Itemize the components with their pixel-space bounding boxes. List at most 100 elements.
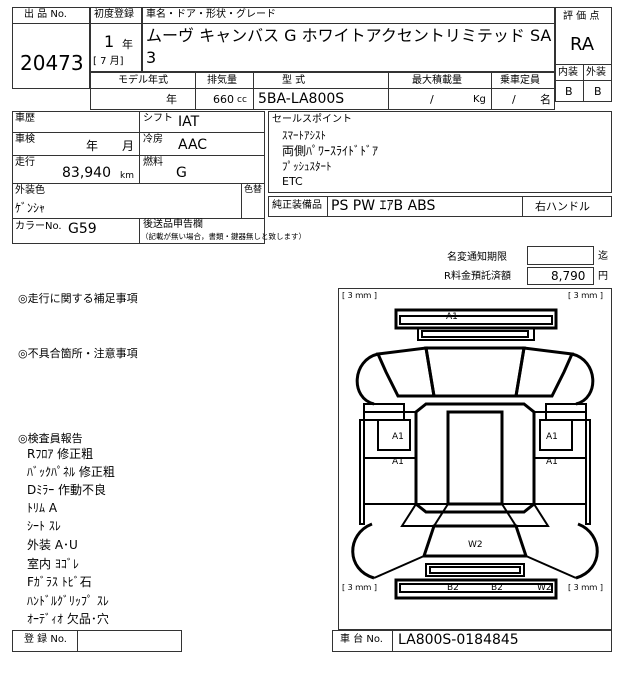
ac-label: 冷房	[143, 134, 163, 145]
ac-value: AAC	[178, 137, 208, 153]
lot-label: 出 品 No.	[24, 9, 67, 20]
name-change-unit: 迄	[598, 251, 608, 262]
max-load-unit: Kg	[473, 94, 486, 105]
car-name-2: 3	[146, 48, 157, 67]
mark-rear-bumper-left: B2	[447, 583, 459, 593]
sales-point-1: ｽﾏｰﾄｱｼｽﾄ	[282, 129, 326, 142]
name-change-label: 名変通知期限	[447, 252, 507, 263]
defects-label: ◎不具合箇所・注意事項	[18, 347, 138, 360]
displacement-unit: cc	[237, 95, 247, 105]
equipment-value: PS PW ｴｱB ABS	[331, 198, 436, 214]
handle-value: 右ハンドル	[535, 200, 590, 213]
mileage-label: 走行	[15, 157, 35, 168]
interior-label: 内装	[558, 67, 578, 78]
equipment-label: 純正装備品	[272, 200, 322, 211]
capacity-sep: /	[512, 93, 516, 106]
inspection-year: 年	[86, 139, 99, 153]
sales-box	[268, 111, 612, 193]
corner-label-tl: [ 3 ｍｍ ]	[342, 291, 377, 300]
color-label: 外装色	[15, 185, 45, 196]
running-notes-label: ◎走行に関する補足事項	[18, 292, 138, 305]
mark-rear-glass: W2	[468, 540, 483, 550]
inspector-item: ｼｰﾄ ｽﾚ	[27, 519, 61, 533]
model-year-label: モデル年式	[118, 75, 168, 86]
mark-rear-right: W2	[537, 583, 552, 593]
color-value: ｹﾞﾝｼｬ	[15, 201, 46, 215]
fuel-value: G	[176, 165, 187, 181]
reg-no-box	[12, 630, 182, 652]
car-diagram-box	[338, 288, 612, 630]
reg-year: 1	[104, 32, 115, 51]
reg-month: [ 7 月]	[93, 56, 124, 67]
registration-box	[90, 7, 142, 72]
displacement-label: 排気量	[207, 75, 237, 86]
capacity-label: 乗車定員	[500, 75, 540, 86]
sales-point-4: ETC	[282, 175, 303, 188]
mark-front-bumper: A1	[446, 312, 458, 322]
color-no-value: G59	[68, 221, 97, 237]
inspector-item: Dﾐﾗｰ 作動不良	[27, 483, 107, 497]
car-diagram	[351, 308, 599, 600]
inspector-item: 室内 ﾖｺﾞﾚ	[27, 557, 79, 571]
shift-label: シフト	[143, 113, 173, 124]
mark-rear-bumper-right: B2	[491, 583, 503, 593]
eval-label: 評 価 点	[563, 11, 600, 22]
car-name: ムーヴ キャンバス G ホワイトアクセントリミテッド SA	[146, 26, 552, 45]
recycle-label: R料金預託済額	[444, 271, 511, 282]
car-label: 車名・ドア・形状・グレード	[146, 9, 276, 20]
model-year-unit: 年	[166, 93, 177, 106]
shift-value: IAT	[178, 114, 200, 130]
sales-point-3: ﾌﾟｯｼｭｽﾀｰﾄ	[282, 160, 332, 173]
reg-label: 初度登録	[94, 9, 134, 20]
sales-point-2: 両側ﾊﾟﾜｰｽﾗｲﾄﾞﾄﾞｱ	[282, 144, 379, 158]
inspector-item: 外装 A･U	[27, 538, 78, 552]
capacity-unit: 名	[540, 93, 551, 106]
sales-label: セールスポイント	[272, 114, 352, 125]
inspector-item: ﾄﾘﾑ A	[27, 501, 58, 515]
lot-number: 20473	[20, 51, 84, 75]
name-change-box	[527, 246, 594, 265]
details-box	[12, 111, 265, 244]
inspector-item: Rﾌﾛｱ 修正粗	[27, 447, 94, 461]
mileage-value: 83,940	[62, 165, 111, 181]
car-name-box	[142, 7, 555, 72]
mileage-unit: km	[120, 171, 134, 181]
history-label: 車歴	[15, 113, 35, 124]
recycle-box	[527, 267, 594, 285]
color-no-label: カラーNo.	[15, 221, 62, 232]
inspector-item: ﾊﾞｯｸﾊﾟﾈﾙ 修正粗	[27, 465, 115, 479]
chassis-value: LA800S-0184845	[398, 632, 519, 648]
mark-right-front-door: A1	[546, 432, 558, 442]
fuel-label: 燃料	[143, 157, 163, 168]
aftermarket-label: 後送品申告欄	[143, 219, 203, 230]
displacement: 660	[213, 93, 234, 106]
eval-score: RA	[570, 34, 595, 55]
chassis-box	[332, 630, 612, 652]
max-load-label: 最大積載量	[412, 75, 462, 86]
inspector-item: ｵｰﾃﾞｨｵ 欠品･穴	[27, 612, 109, 626]
color-change-label: 色替	[244, 185, 263, 195]
reg-year-unit: 年	[122, 38, 133, 51]
recycle-value: 8,790	[551, 269, 586, 283]
aftermarket-note: （記載が無い場合，書類・鍵器無しと致します）	[141, 232, 306, 241]
model-type: 5BA-LA800S	[258, 91, 345, 107]
recycle-unit: 円	[598, 271, 608, 282]
inspector-item: ﾊﾝﾄﾞﾙｸﾞﾘｯﾌﾟ ｽﾚ	[27, 594, 109, 608]
inspection-label: 車検	[15, 134, 35, 145]
exterior-label: 外装	[586, 67, 606, 78]
max-load-sep: /	[430, 93, 434, 106]
inspector-label: ◎検査員報告	[18, 432, 83, 445]
reg-no-label: 登 録 No.	[24, 634, 67, 645]
equipment-box	[268, 196, 612, 217]
spec-box	[90, 72, 555, 110]
mark-left-front-door: A1	[392, 432, 404, 442]
type-label: 型 式	[282, 75, 306, 86]
inspection-month: 月	[122, 139, 135, 153]
mark-left-rear-door: A1	[392, 457, 404, 467]
lot-box	[12, 7, 90, 89]
corner-label-br: [ 3 ｍｍ ]	[568, 583, 603, 592]
corner-label-bl: [ 3 ｍｍ ]	[342, 583, 377, 592]
mark-right-rear-door: A1	[546, 457, 558, 467]
corner-label-tr: [ 3 ｍｍ ]	[568, 291, 603, 300]
interior-grade: B	[565, 85, 573, 98]
